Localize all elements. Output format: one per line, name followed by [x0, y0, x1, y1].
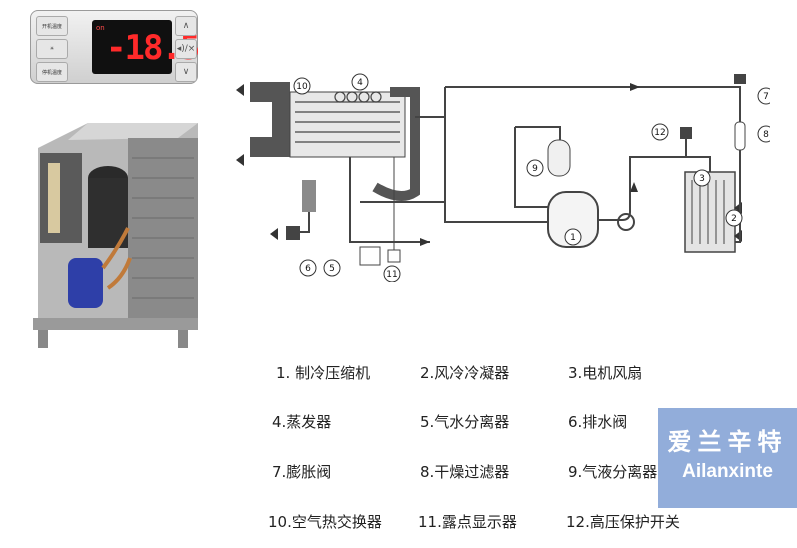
flow-arrow-b-icon	[420, 238, 430, 246]
electrical-components	[48, 163, 60, 233]
drain-valve	[286, 226, 300, 240]
legend-item-1: 1. 制冷压缩机	[276, 364, 371, 382]
light-icon: ☀	[49, 46, 55, 52]
callout-8: 8	[757, 125, 770, 143]
callout-6: 6	[299, 259, 317, 277]
callout-1: 1	[564, 228, 582, 246]
callout-4: 4	[351, 73, 369, 91]
svg-text:7: 7	[763, 92, 769, 102]
evaporator-outlet-pipe	[372, 87, 420, 201]
brand-watermark: 爱兰辛特 Ailanxinte	[658, 408, 797, 508]
discharge-coil	[617, 213, 635, 231]
refrigerant-line-b	[349, 157, 430, 243]
leg-left	[38, 330, 48, 348]
controller-left-buttons: 开机温度 ☀ 停机温度	[36, 16, 68, 82]
legend-item-7: 7.膨胀阀	[272, 463, 332, 481]
callout-7: 7	[757, 87, 770, 105]
controller-right-buttons: ∧ ◂)/× ∨	[175, 16, 197, 82]
callout-12: 12	[651, 123, 669, 141]
dew-point-display	[359, 246, 381, 266]
controller-display: on -18.5	[92, 20, 200, 74]
callout-2: 2	[725, 209, 743, 227]
flow-arrow-up-icon	[630, 182, 638, 192]
legend-item-3: 3.电机风扇	[568, 364, 643, 382]
svg-text:5: 5	[329, 264, 335, 274]
air-inlet-arrow-icon	[236, 84, 244, 96]
separator-return-line	[514, 127, 550, 208]
evaporator-coils	[295, 91, 400, 143]
callout-5: 5	[323, 259, 341, 277]
legend-item-9: 9.气液分离器	[568, 463, 658, 481]
svg-text:4: 4	[357, 78, 363, 88]
callout-3: 3	[693, 169, 711, 187]
dryer-unit-illustration	[33, 123, 198, 348]
water-separator	[302, 180, 316, 212]
svg-text:2: 2	[731, 214, 737, 224]
callout-10: 10	[293, 77, 311, 95]
svg-text:9: 9	[532, 164, 538, 174]
svg-text:3: 3	[699, 174, 705, 184]
legend-item-6: 6.排水阀	[568, 413, 628, 431]
air-cooled-condenser	[684, 171, 736, 253]
mute-button[interactable]: ◂)/×	[175, 39, 197, 59]
condenser-fins	[132, 157, 194, 299]
electrical-box	[40, 153, 82, 243]
stop-temp-button[interactable]: 停机温度	[36, 62, 68, 82]
flow-arrow-top-icon	[630, 83, 640, 91]
evaporator	[289, 91, 406, 158]
legend-item-2: 2.风冷冷凝器	[420, 364, 510, 382]
legend-item-12: 12.高压保护开关	[566, 513, 680, 531]
legend-item-8: 8.干燥过滤器	[420, 463, 510, 481]
expansion-valve	[734, 74, 746, 84]
legend-item-5: 5.气水分离器	[420, 413, 510, 431]
discharge-line	[598, 156, 711, 221]
up-button[interactable]: ∧	[175, 16, 197, 36]
compressor	[68, 258, 103, 308]
svg-text:12: 12	[654, 128, 665, 138]
svg-text:6: 6	[305, 264, 311, 274]
svg-text:10: 10	[296, 82, 308, 92]
air-heat-exchanger	[250, 82, 290, 157]
refrigerant-top-line	[445, 86, 741, 102]
start-temp-button[interactable]: 开机温度	[36, 16, 68, 36]
light-button[interactable]: ☀	[36, 39, 68, 59]
legend-item-10: 10.空气热交换器	[268, 513, 382, 531]
legend-item-4: 4.蒸发器	[272, 413, 332, 431]
svg-text:11: 11	[386, 270, 397, 280]
down-button[interactable]: ∨	[175, 62, 197, 82]
condenser-panel	[128, 138, 198, 318]
high-pressure-switch	[680, 127, 692, 139]
drain-arrow-icon	[270, 228, 278, 240]
watermark-cn: 爱兰辛特	[667, 428, 788, 456]
svg-text:8: 8	[763, 130, 769, 140]
dryer-filter	[734, 121, 746, 151]
cabinet-top	[68, 123, 198, 140]
copper-pipes	[101, 227, 132, 290]
svg-text:1: 1	[570, 233, 576, 243]
dew-point-sensor	[387, 249, 401, 263]
callout-9: 9	[526, 159, 544, 177]
legend-item-11: 11.露点显示器	[418, 513, 517, 531]
on-indicator: on	[96, 24, 105, 32]
air-outlet-arrow-icon	[236, 154, 244, 166]
temperature-controller: 开机温度 ☀ 停机温度 on -18.5 ∧ ◂)/× ∨	[30, 10, 200, 84]
leg-right	[178, 330, 188, 348]
condenser-coil-lines	[691, 180, 725, 244]
watermark-en: Ailanxinte	[682, 461, 773, 482]
base-frame	[33, 318, 198, 330]
callout-11: 11	[383, 265, 401, 282]
gas-liquid-separator	[547, 139, 571, 177]
flow-schematic: 10 4 5 6 11 9 1 12 3 2 7 8	[236, 73, 770, 282]
